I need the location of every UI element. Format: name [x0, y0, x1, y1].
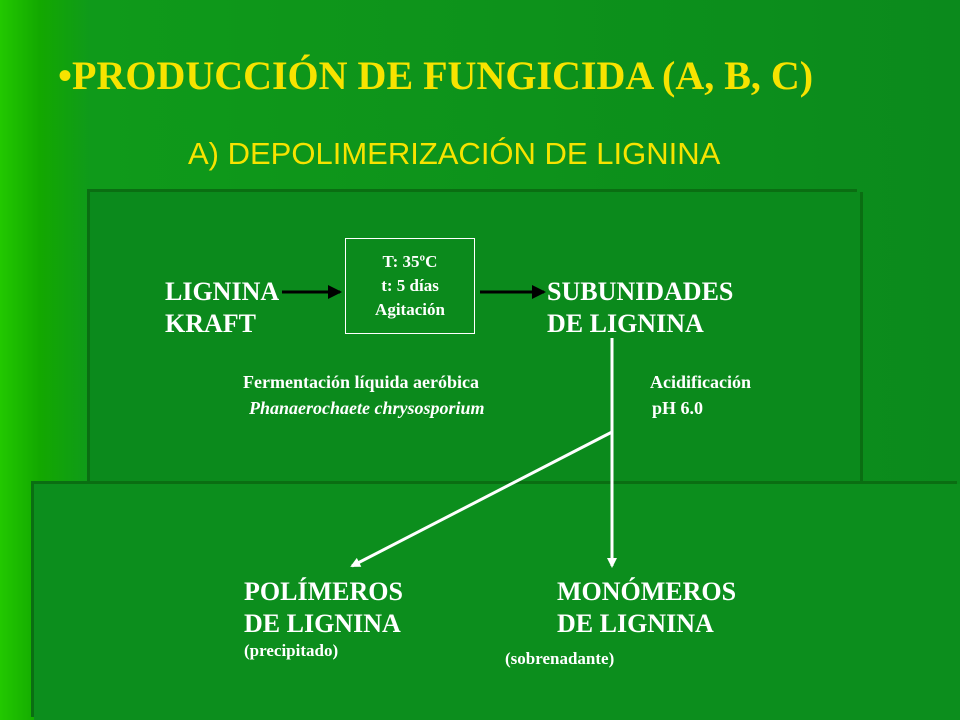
slide-title: •PRODUCCIÓN DE FUNGICIDA (A, B, C) [58, 53, 814, 98]
acidification-label: Acidificación pH 6.0 [650, 369, 751, 421]
acidification-ph: pH 6.0 [652, 398, 704, 418]
node-polimeros-line2: DE LIGNINA [244, 609, 401, 638]
node-polimeros: POLÍMEROS DE LIGNINA (precipitado) [244, 576, 403, 662]
node-monomeros: MONÓMEROS DE LIGNINA [557, 576, 736, 640]
node-polimeros-note: (precipitado) [244, 641, 339, 660]
node-subunidades-line1: SUBUNIDADES [547, 277, 734, 306]
fermentation-label: Fermentación líquida aeróbica Phanaeroch… [243, 369, 485, 421]
diagram-panel-top [90, 192, 860, 492]
node-subunidades: SUBUNIDADES DE LIGNINA [547, 276, 733, 340]
condition-temperature: T: 35ºC [382, 252, 438, 271]
acidification-step: Acidificación [650, 372, 751, 392]
conditions-box: T: 35ºC t: 5 días Agitación [345, 238, 475, 334]
node-lignina-kraft-line1: LIGNINA [165, 277, 280, 306]
arrow-to-polimeros [350, 430, 613, 568]
node-monomeros-line2: DE LIGNINA [557, 609, 714, 638]
node-monomeros-note: (sobrenadante) [505, 649, 615, 668]
fermentation-type: Fermentación líquida aeróbica [243, 372, 479, 392]
node-monomeros-line1: MONÓMEROS [557, 577, 737, 606]
condition-time: t: 5 días [381, 276, 439, 295]
node-lignina-kraft: LIGNINA KRAFT [165, 276, 279, 340]
diagram-panel-bottom [34, 484, 960, 720]
condition-agitation: Agitación [375, 300, 445, 319]
node-lignina-kraft-line2: KRAFT [165, 309, 256, 338]
slide-subtitle: A) DEPOLIMERIZACIÓN DE LIGNINA [188, 136, 721, 171]
fermentation-organism: Phanaerochaete chrysosporium [249, 398, 485, 418]
node-polimeros-line1: POLÍMEROS [244, 577, 403, 606]
node-subunidades-line2: DE LIGNINA [547, 309, 704, 338]
